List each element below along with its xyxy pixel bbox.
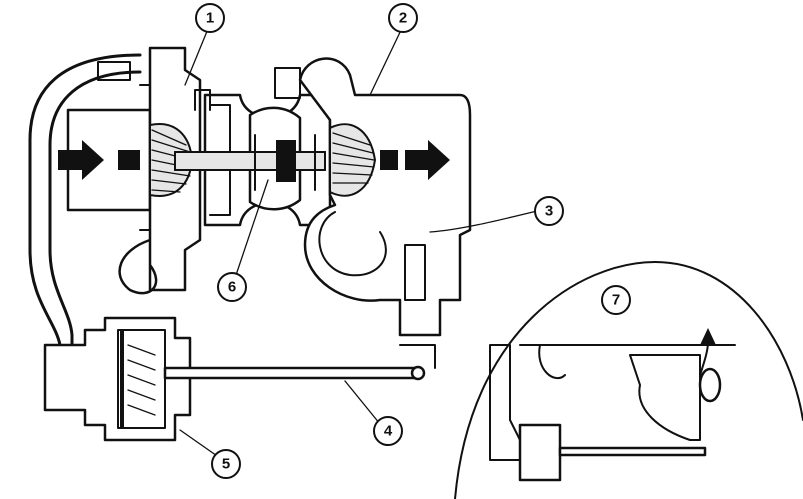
wastegate-actuator: [43, 316, 192, 442]
turbine-wheel: [329, 123, 398, 197]
callout-4: 4: [373, 416, 403, 446]
svg-text:5: 5: [222, 456, 230, 473]
svg-text:4: 4: [384, 423, 393, 440]
callout-3: 3: [534, 196, 564, 226]
svg-text:2: 2: [399, 10, 407, 27]
intake-flow-arrow: [58, 140, 104, 180]
callout-7: 7: [601, 285, 631, 315]
leader-lines: [179, 23, 538, 459]
callout-1: 1: [195, 3, 225, 33]
compressor-housing: [28, 46, 202, 357]
callout-6: 6: [217, 272, 247, 302]
svg-text:1: 1: [206, 10, 214, 27]
svg-text:6: 6: [228, 279, 236, 296]
exhaust-flow-arrow: [405, 140, 450, 180]
wastegate-flow-arrow: [699, 328, 716, 376]
turbine-shaft: [174, 134, 326, 191]
callout-2: 2: [388, 3, 418, 33]
wastegate-open-inset: [454, 261, 803, 499]
svg-text:7: 7: [612, 292, 620, 309]
callout-5: 5: [211, 449, 241, 479]
svg-text:3: 3: [545, 203, 553, 220]
actuator-rod: [163, 344, 436, 381]
